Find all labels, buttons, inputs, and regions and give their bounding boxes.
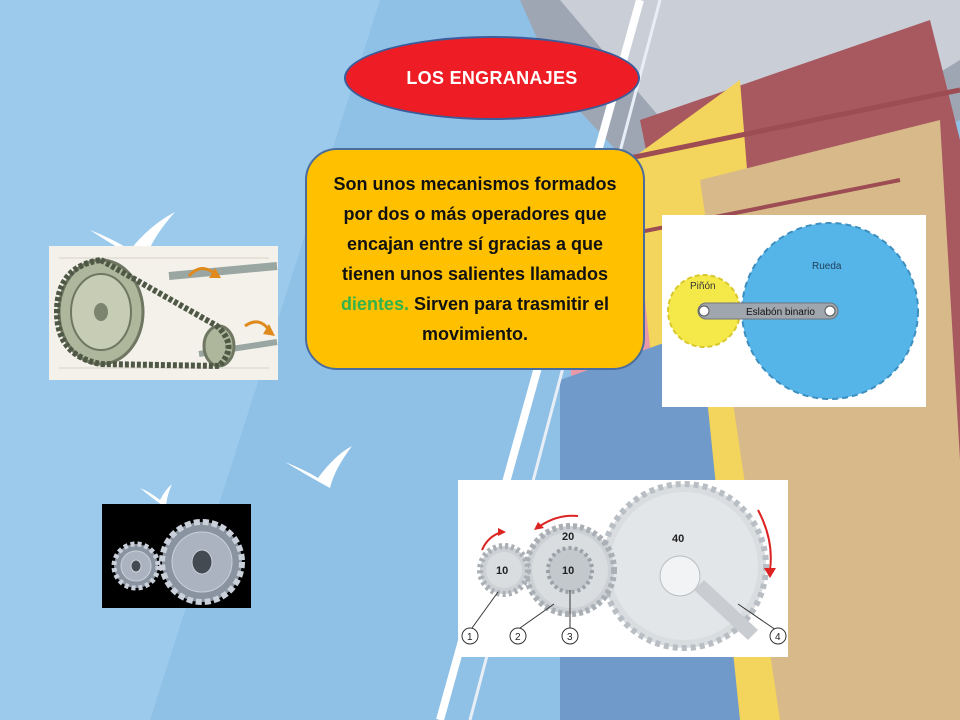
callout-1: 1 (467, 632, 473, 643)
title-oval: LOS ENGRANAJES (344, 36, 640, 120)
pinion-label: Piñón (690, 281, 716, 292)
callout-4: 4 (775, 632, 781, 643)
callout-2: 2 (515, 632, 521, 643)
wheel-label: Rueda (812, 261, 842, 272)
callout-3: 3 (567, 632, 573, 643)
metal-gears-image (102, 504, 251, 608)
gear-mid-outer-teeth: 20 (562, 531, 574, 543)
definition-box: Son unos mecanismos formados por dos o m… (305, 148, 645, 370)
pinion-wheel-image: Piñón Eslabón binario Rueda (662, 215, 926, 407)
gear-small-teeth: 10 (496, 565, 508, 577)
definition-highlight: dientes. (340, 294, 409, 314)
link-label: Eslabón binario (746, 307, 815, 318)
chain-drive-image (49, 246, 278, 380)
slide-title: LOS ENGRANAJES (406, 67, 578, 88)
gear-train-image: 10 20 10 40 1 2 3 4 (458, 480, 788, 657)
definition-text: Son unos mecanismos formados por dos o m… (323, 169, 627, 349)
definition-text-start: Son unos mecanismos formados por dos o m… (333, 174, 617, 284)
gear-mid-inner-teeth: 10 (562, 565, 574, 577)
definition-text-end: Sirven para trasmitir el movimiento. (408, 294, 610, 344)
gear-large-teeth: 40 (672, 533, 684, 545)
